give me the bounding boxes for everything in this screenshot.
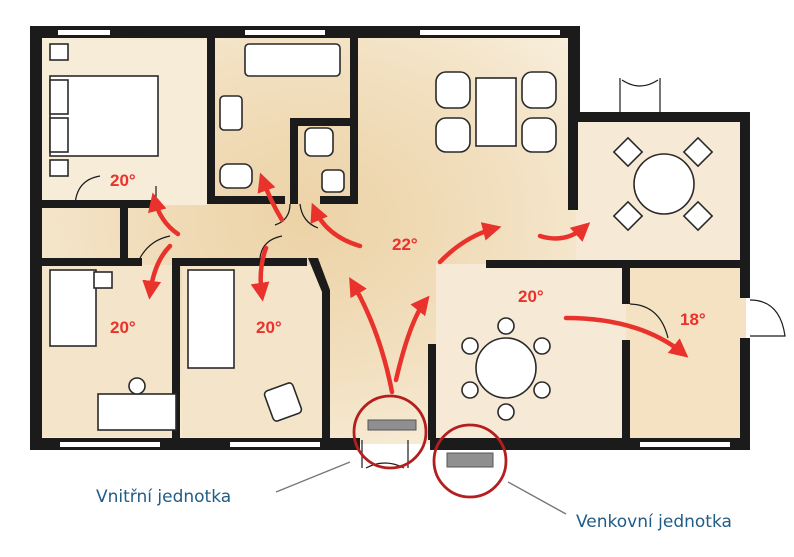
- arrow-to-bathroom: [257, 172, 285, 223]
- arrow-to-toilet: [310, 202, 363, 249]
- arrow-to-dining-area: [537, 222, 591, 242]
- indoor-unit-circle: [352, 394, 428, 470]
- temp-bedroom-left: 20°: [110, 318, 136, 337]
- arrow-to-bedroom-top: [148, 192, 181, 237]
- outdoor-unit-icon: [446, 452, 494, 468]
- arrow-to-bedroom-middle: [250, 245, 270, 302]
- single-bed-2: [187, 269, 235, 369]
- furniture: [49, 43, 714, 431]
- coffee-table: [475, 77, 517, 147]
- bathtub: [244, 43, 341, 77]
- armchair: [435, 71, 471, 109]
- single-bed: [49, 269, 97, 347]
- arrow-to-bedroom-left: [142, 243, 173, 300]
- temp-small-room: 18°: [680, 310, 706, 329]
- round-table-2: [633, 153, 695, 215]
- indoor-leader-line: [275, 461, 351, 493]
- outdoor-unit-circle: [432, 423, 508, 499]
- armchair-2: [263, 382, 303, 422]
- temp-dining-room: 20°: [518, 287, 544, 306]
- arrow-up-right: [393, 295, 430, 383]
- toilet: [219, 163, 253, 189]
- indoor-unit: [352, 394, 428, 470]
- temp-living-room: 22°: [392, 235, 418, 254]
- arrow-to-living: [437, 222, 502, 265]
- sink: [219, 95, 243, 131]
- arrow-to-small-room: [563, 315, 689, 358]
- indoor-unit-icon: [367, 419, 417, 431]
- outdoor-leader-line: [507, 481, 567, 515]
- arrow-to-hall: [349, 277, 395, 395]
- airflow-arrows: [142, 172, 689, 395]
- outdoor-unit: [432, 423, 508, 499]
- outdoor-unit-label: Venkovní jednotka: [576, 512, 732, 532]
- desk: [97, 393, 177, 431]
- temp-bedroom-middle: 20°: [256, 318, 282, 337]
- round-table: [475, 337, 537, 399]
- walls: [30, 26, 750, 450]
- temp-bedroom-top: 20°: [110, 171, 136, 190]
- indoor-unit-label: Vnitřní jednotka: [96, 487, 232, 507]
